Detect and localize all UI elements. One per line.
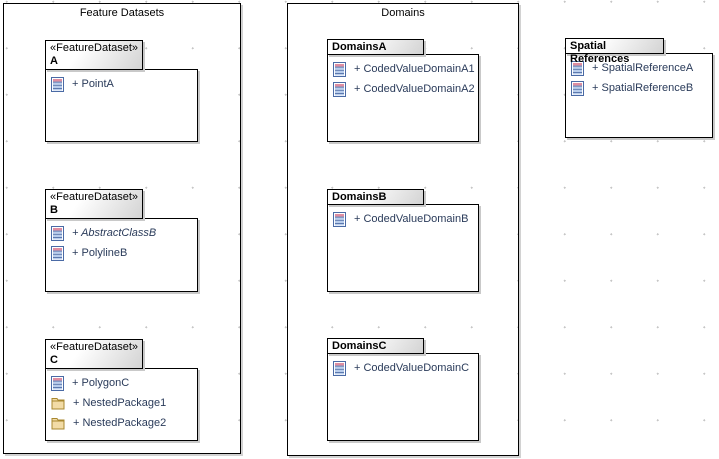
- item-label: + PointA: [72, 78, 114, 90]
- package-name: C: [50, 354, 58, 366]
- package-spatial-references[interactable]: Spatial References + SpatialReferenceA +: [565, 38, 713, 138]
- item-label: + PolylineB: [72, 247, 128, 259]
- package-b[interactable]: «FeatureDataset» B + AbstractClassB: [45, 189, 198, 292]
- table-icon: [333, 360, 346, 376]
- item-label: + CodedValueDomainA1: [354, 63, 475, 75]
- table-icon: [333, 61, 346, 77]
- package-body[interactable]: + CodedValueDomainA1 + CodedValueDomainA…: [327, 54, 479, 142]
- list-item[interactable]: + NestedPackage1: [51, 393, 197, 413]
- item-label: + SpatialReferenceA: [592, 62, 694, 74]
- list-item[interactable]: + PointA: [51, 74, 197, 94]
- item-label: + SpatialReferenceB: [592, 82, 694, 94]
- package-body[interactable]: + PointA: [45, 69, 198, 142]
- table-icon: [51, 245, 64, 261]
- item-label: + CodedValueDomainA2: [354, 83, 475, 95]
- list-item[interactable]: + PolylineB: [51, 243, 197, 263]
- package-domains-a[interactable]: DomainsA + CodedValueDomainA1 + CodedVal…: [327, 39, 479, 142]
- package-name: A: [50, 55, 58, 67]
- package-tab[interactable]: «FeatureDataset» B: [45, 189, 143, 219]
- item-label: + CodedValueDomainB: [354, 213, 469, 225]
- package-body[interactable]: + PolygonC + NestedPackage1 + NestedPack…: [45, 368, 198, 441]
- package-domains-b[interactable]: DomainsB + CodedValueDomainB: [327, 189, 479, 292]
- item-label: + NestedPackage2: [73, 417, 167, 429]
- list-item[interactable]: + PolygonC: [51, 373, 197, 393]
- package-name: DomainsC: [332, 340, 387, 352]
- package-name: DomainsB: [332, 191, 387, 203]
- package-name: B: [50, 204, 58, 216]
- package-name: DomainsA: [332, 41, 387, 53]
- package-body[interactable]: + AbstractClassB + PolylineB: [45, 218, 198, 292]
- frame-title: Feature Datasets: [79, 7, 165, 19]
- list-item[interactable]: + AbstractClassB: [51, 223, 197, 243]
- frame-domains[interactable]: Domains: [287, 3, 519, 456]
- package-tab[interactable]: «FeatureDataset» A: [45, 40, 143, 70]
- package-tab[interactable]: DomainsA: [327, 39, 424, 55]
- list-item[interactable]: + NestedPackage2: [51, 413, 197, 433]
- frame-feature-datasets[interactable]: Feature Datasets: [3, 3, 241, 454]
- frame-title: Domains: [381, 7, 425, 19]
- table-icon: [571, 60, 584, 76]
- item-label: + PolygonC: [72, 377, 130, 389]
- list-item[interactable]: + CodedValueDomainA1: [333, 59, 478, 79]
- table-icon: [51, 375, 64, 391]
- list-item[interactable]: + CodedValueDomainC: [333, 358, 478, 378]
- package-name: Spatial References: [570, 40, 630, 65]
- package-stereotype: «FeatureDataset»: [50, 191, 139, 203]
- table-icon: [333, 81, 346, 97]
- package-tab[interactable]: «FeatureDataset» C: [45, 339, 143, 369]
- item-label: + AbstractClassB: [72, 227, 157, 239]
- package-body[interactable]: + CodedValueDomainC: [327, 353, 479, 441]
- folder-icon: [51, 397, 65, 410]
- list-item[interactable]: + CodedValueDomainA2: [333, 79, 478, 99]
- table-icon: [51, 76, 64, 92]
- item-label: + NestedPackage1: [73, 397, 167, 409]
- package-tab[interactable]: DomainsC: [327, 338, 424, 354]
- item-label: + CodedValueDomainC: [354, 362, 470, 374]
- package-tab[interactable]: DomainsB: [327, 189, 424, 205]
- package-a[interactable]: «FeatureDataset» A + PointA: [45, 40, 198, 142]
- package-stereotype: «FeatureDataset»: [50, 42, 139, 54]
- package-stereotype: «FeatureDataset»: [50, 341, 139, 353]
- package-tab[interactable]: Spatial References: [565, 38, 664, 65]
- package-domains-c[interactable]: DomainsC + CodedValueDomainC: [327, 338, 479, 441]
- package-c[interactable]: «FeatureDataset» C + PolygonC + NestedPa…: [45, 339, 198, 441]
- folder-icon: [51, 417, 65, 430]
- list-item[interactable]: + SpatialReferenceA: [571, 58, 712, 78]
- table-icon: [51, 225, 64, 241]
- table-icon: [333, 211, 346, 227]
- table-icon: [571, 80, 584, 96]
- package-body[interactable]: + SpatialReferenceA + SpatialReferenceB: [565, 53, 713, 138]
- list-item[interactable]: + CodedValueDomainB: [333, 209, 478, 229]
- list-item[interactable]: + SpatialReferenceB: [571, 78, 712, 98]
- package-body[interactable]: + CodedValueDomainB: [327, 204, 479, 292]
